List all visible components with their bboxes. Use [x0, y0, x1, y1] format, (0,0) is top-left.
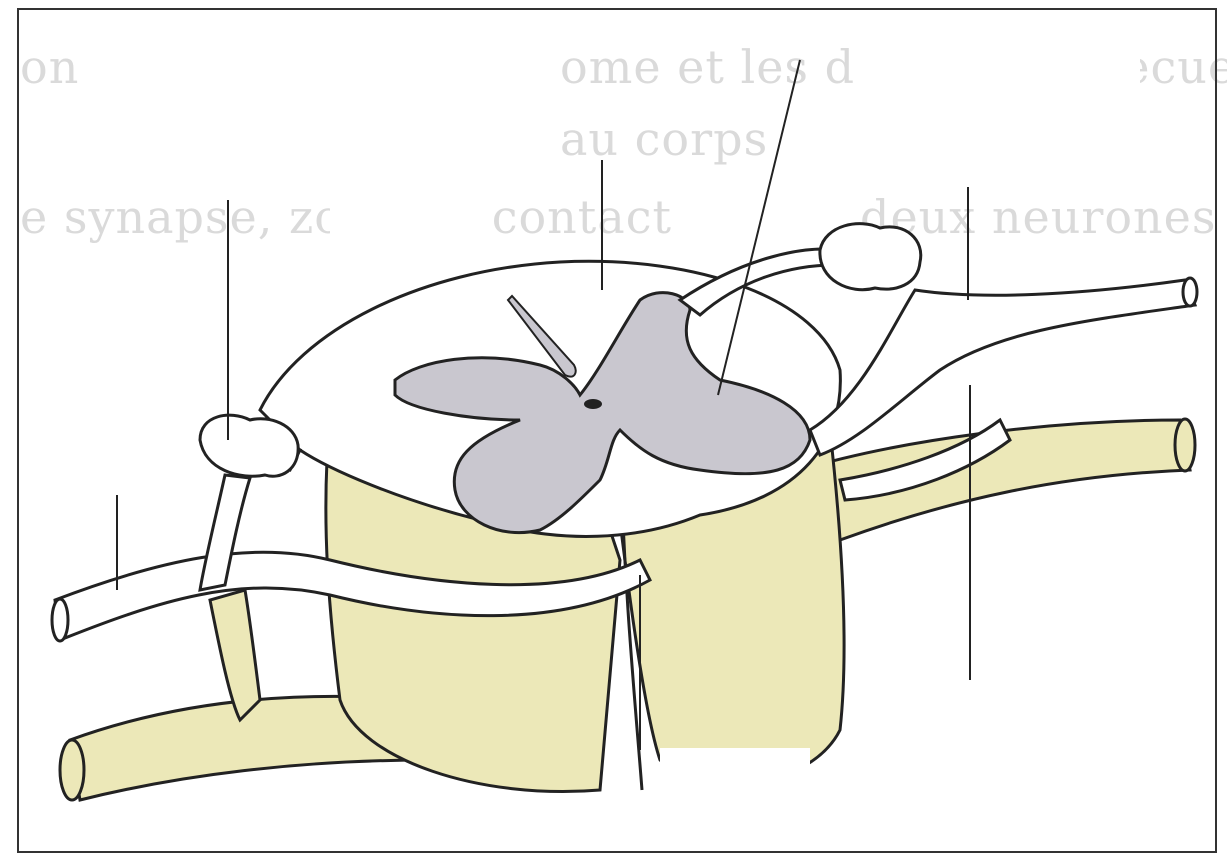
- ventral-root-left: [210, 590, 260, 720]
- spinal-ganglion-right: [820, 224, 921, 290]
- label-box-top-right-upper: [855, 38, 1140, 100]
- label-box-bottom-center: [660, 748, 810, 828]
- label-box-top-center: [330, 148, 485, 266]
- nerve-end-left-upper: [52, 599, 68, 641]
- label-box-bottom-right: [945, 680, 1203, 720]
- label-box-top-right-lower: [940, 125, 1198, 187]
- central-canal: [584, 399, 602, 409]
- nerve-end-left-lower: [60, 740, 84, 800]
- label-box-left: [36, 378, 196, 493]
- nerve-end-right-lower: [1175, 419, 1195, 471]
- spinal-ganglion-left: [200, 415, 298, 476]
- nerve-end-right-upper: [1183, 278, 1197, 306]
